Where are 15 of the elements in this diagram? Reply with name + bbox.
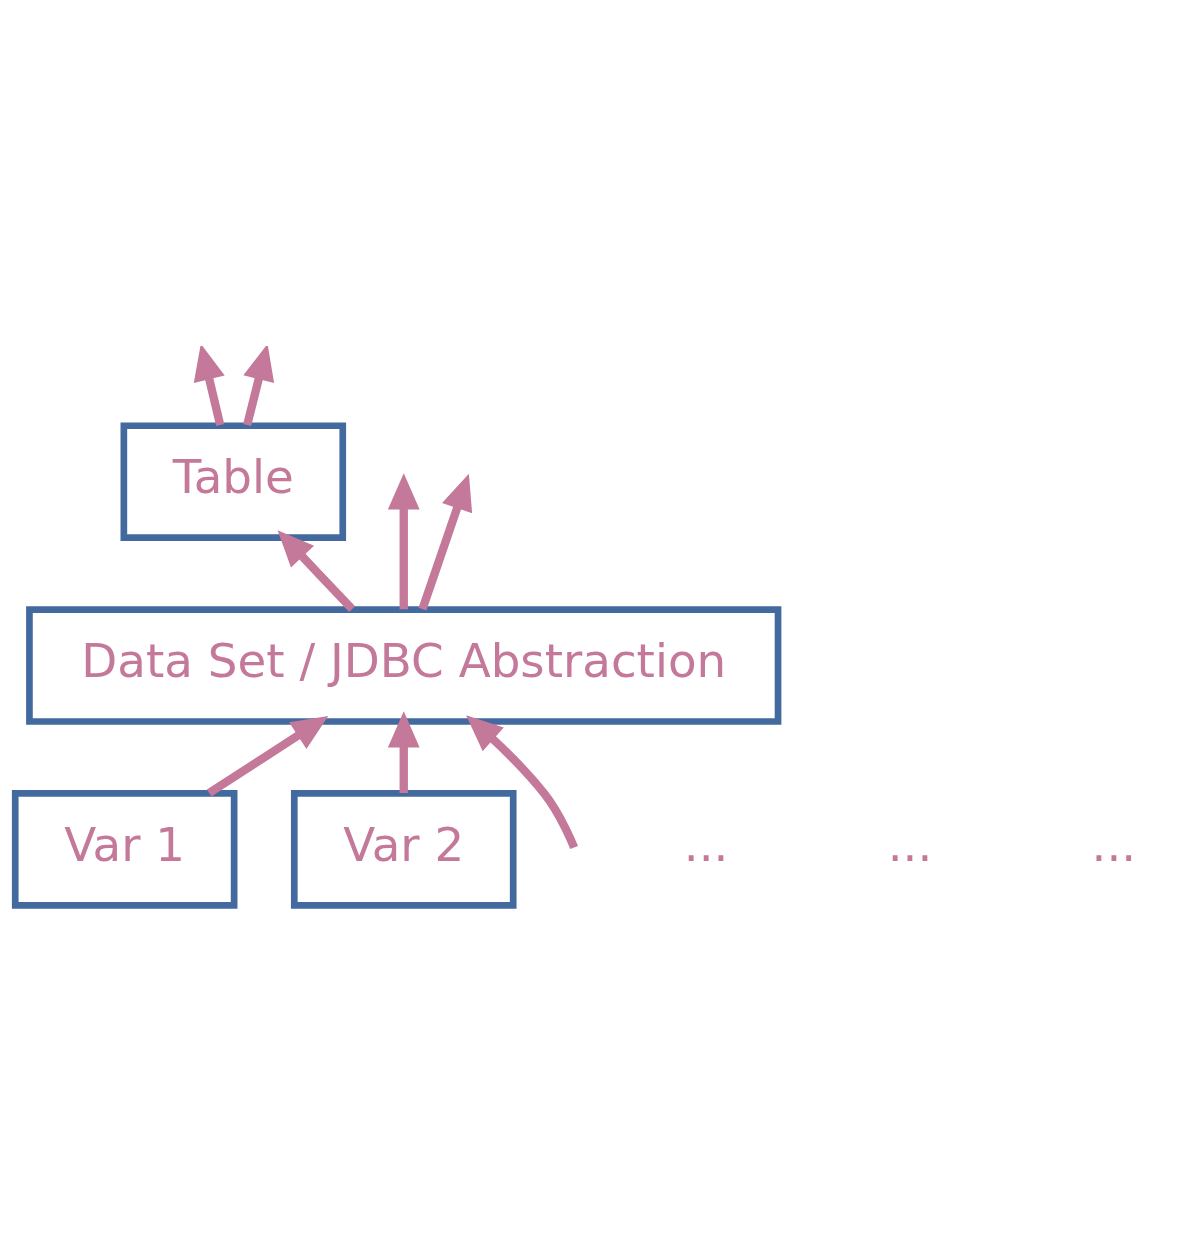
arrow (418, 473, 473, 611)
node-box: Data Set / JDBC Abstraction (26, 606, 782, 725)
arrow (277, 530, 356, 613)
arrow (243, 346, 275, 427)
arrow (206, 716, 329, 797)
node-box: Var 2 (290, 790, 517, 909)
label: ... (683, 817, 729, 872)
node-box: Table (120, 422, 347, 542)
node-box: Var 1 (11, 790, 238, 909)
label: ... (1091, 817, 1137, 872)
arrow (466, 715, 578, 850)
arrow (193, 346, 225, 427)
label: ... (887, 817, 933, 872)
arrow (387, 473, 420, 610)
arrow (387, 711, 420, 794)
